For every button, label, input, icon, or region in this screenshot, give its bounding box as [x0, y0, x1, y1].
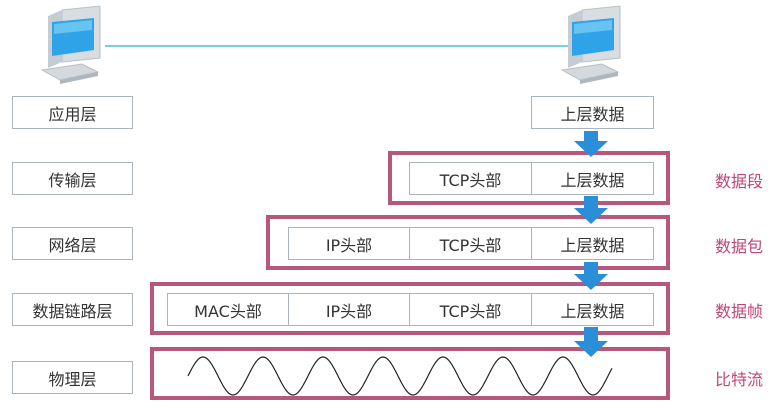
- ip-header-cell: IP头部: [288, 227, 410, 260]
- unit-label-frame: 数据帧: [715, 302, 764, 321]
- tcp-header-cell: TCP头部: [409, 293, 532, 326]
- computer-icon: [40, 5, 101, 84]
- segment-frame: [388, 151, 670, 205]
- computer-icon: [560, 5, 621, 84]
- unit-label-packet: 数据包: [715, 237, 764, 256]
- tcp-header-cell: TCP头部: [409, 227, 532, 260]
- layer-datalink: 数据链路层: [12, 293, 133, 326]
- upper-data-cell: 上层数据: [531, 96, 654, 129]
- packet-frame: [266, 215, 670, 270]
- data-frame-frame: [150, 282, 670, 335]
- mac-header-cell: MAC头部: [167, 293, 289, 326]
- layer-network: 网络层: [12, 227, 133, 260]
- ip-header-cell: IP头部: [288, 293, 410, 326]
- layer-physical: 物理层: [12, 361, 133, 394]
- upper-data-cell: 上层数据: [531, 293, 654, 326]
- layer-application: 应用层: [12, 96, 133, 129]
- unit-label-bits: 比特流: [715, 370, 764, 389]
- upper-data-cell: 上层数据: [531, 162, 654, 195]
- bitstream-frame: [150, 347, 670, 400]
- upper-data-cell: 上层数据: [531, 227, 654, 260]
- tcp-header-cell: TCP头部: [409, 162, 532, 195]
- unit-label-segment: 数据段: [715, 172, 764, 191]
- layer-transport: 传输层: [12, 162, 133, 195]
